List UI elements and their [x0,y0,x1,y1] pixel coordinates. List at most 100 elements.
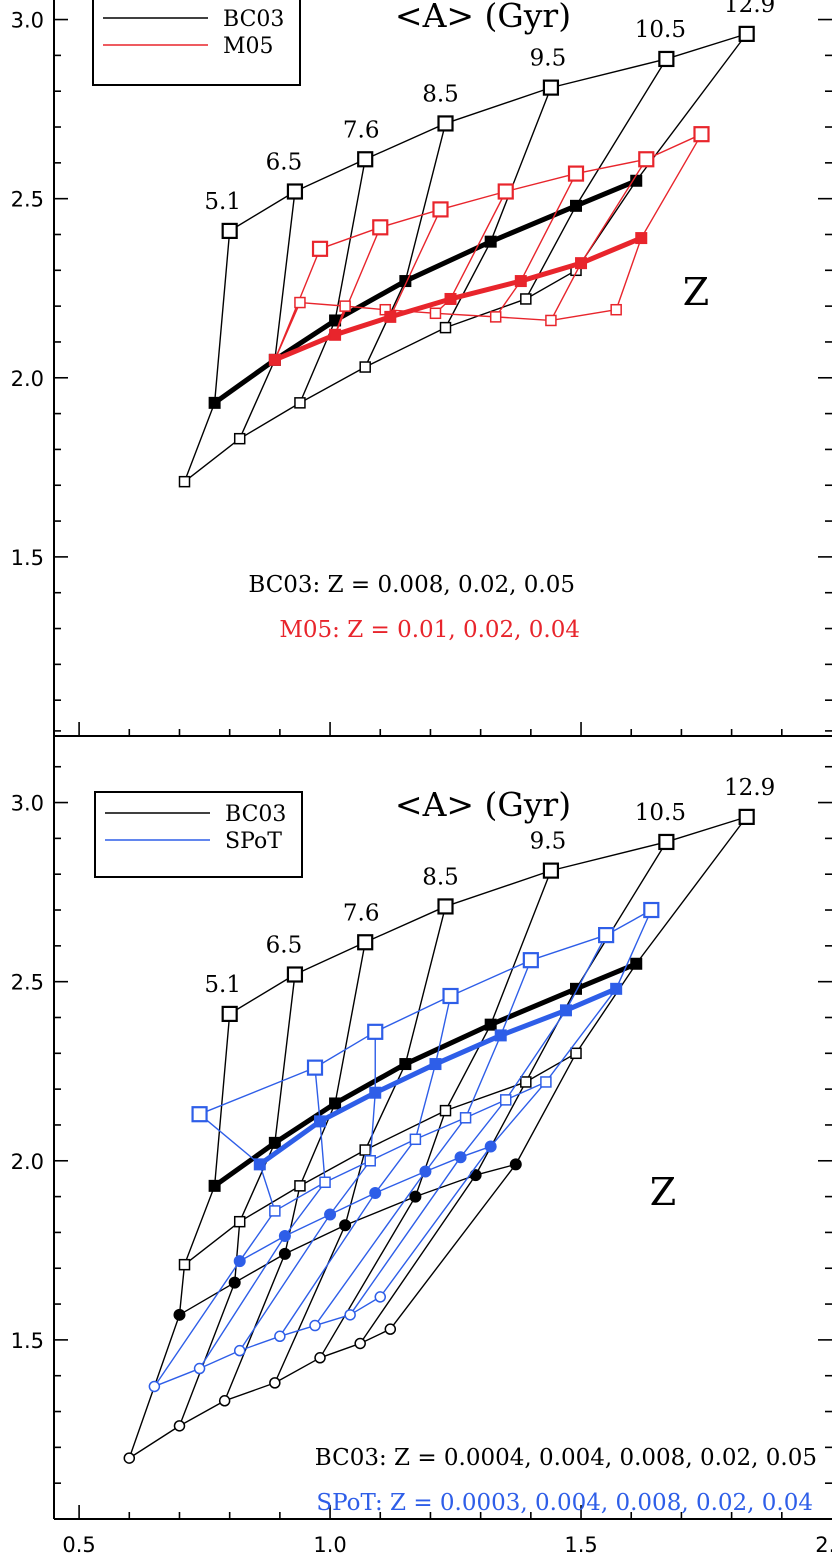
data-point [173,1420,186,1432]
note-text: BC03: Z = 0.0004, 0.004, 0.008, 0.02, 0.… [315,1445,817,1471]
data-point [364,1155,376,1167]
data-point [658,50,675,68]
chart-panel-1: 1.52.02.53.05.16.57.68.59.510.512.9<A> (… [11,0,832,737]
age-label: 6.5 [266,150,303,176]
data-point [570,1047,582,1060]
data-point [497,183,514,200]
data-point [359,361,371,373]
data-point [484,1018,497,1031]
data-point [409,1190,422,1203]
y-tick-label: 1.5 [11,546,44,570]
data-point [357,151,374,168]
data-point [494,1029,507,1042]
data-point [178,475,191,488]
iso-age-line [359,841,667,1344]
iso-metallicity-line [179,1163,516,1316]
data-point [409,1133,422,1146]
data-point [384,310,397,323]
data-point [454,1151,467,1164]
data-point [384,1323,397,1335]
data-point [123,1452,136,1464]
data-point [233,1215,246,1228]
data-point [540,1076,552,1088]
data-point [269,1377,281,1389]
data-point [268,1136,281,1149]
iso-age-line [239,191,296,439]
age-label: 9.5 [530,46,567,72]
data-point [429,1058,442,1071]
iso-age-line [128,1013,231,1459]
data-point [314,1115,327,1128]
note-text: SPoT: Z = 0.0003, 0.004, 0.008, 0.02, 0.… [316,1490,813,1516]
data-point [610,303,622,316]
data-point [294,1180,306,1192]
age-label: 10.5 [635,800,686,826]
data-point [399,1058,412,1071]
age-label: 5.1 [204,189,241,215]
data-point [354,1337,366,1350]
age-label: 12.9 [724,775,775,801]
legend-box [94,791,303,878]
data-point [311,240,329,257]
series-m05 [268,126,710,366]
data-point [570,199,583,212]
legend-box [92,0,301,86]
data-point [399,275,412,288]
data-point [630,957,643,970]
data-point [499,1094,512,1106]
legend-label: M05 [223,34,274,59]
data-point [309,1319,321,1332]
data-point [484,1140,497,1153]
data-point [738,808,755,825]
data-point [559,1004,572,1017]
age-label: 8.5 [422,864,459,890]
data-point [286,966,304,983]
data-point [372,219,389,236]
series-bc03 [178,25,755,488]
series-spot [148,901,660,1393]
y-tick-label: 2.0 [11,367,44,391]
data-point [570,982,583,995]
data-point [567,165,585,182]
data-point [484,235,497,248]
data-point [369,1187,382,1200]
data-point [221,1005,238,1023]
data-point [268,353,281,366]
data-point [329,328,342,341]
age-label: 8.5 [422,81,459,107]
data-point [359,1144,371,1156]
data-point [509,1158,522,1171]
data-point [520,293,532,305]
data-point [329,1097,342,1110]
data-point [542,79,560,96]
data-point [643,901,660,919]
data-point [432,201,449,218]
data-point [489,311,502,323]
data-point [693,126,710,143]
x-tick-label: 0.5 [62,1533,95,1553]
data-point [278,1247,291,1260]
data-point [294,397,306,409]
iso-age-line [384,209,442,319]
data-point [269,1205,281,1217]
data-point [738,25,755,42]
data-point [218,1395,231,1407]
age-annotation: <A> (Gyr) [395,785,571,824]
data-point [314,1352,326,1364]
data-point [208,1179,221,1192]
note-text: M05: Z = 0.01, 0.02, 0.04 [279,617,580,643]
y-tick-label: 2.0 [11,1150,44,1174]
data-point [545,314,557,327]
chart-panel-2: 1.52.02.53.00.51.01.52.05.16.57.68.59.51… [11,713,832,1553]
age-label: 7.6 [343,900,380,926]
data-point [598,926,615,944]
age-label: 6.5 [266,933,303,959]
age-label: 12.9 [724,0,775,18]
data-point [635,232,648,245]
data-point [437,115,454,132]
data-point [658,833,675,851]
iso-age-line [299,159,366,404]
